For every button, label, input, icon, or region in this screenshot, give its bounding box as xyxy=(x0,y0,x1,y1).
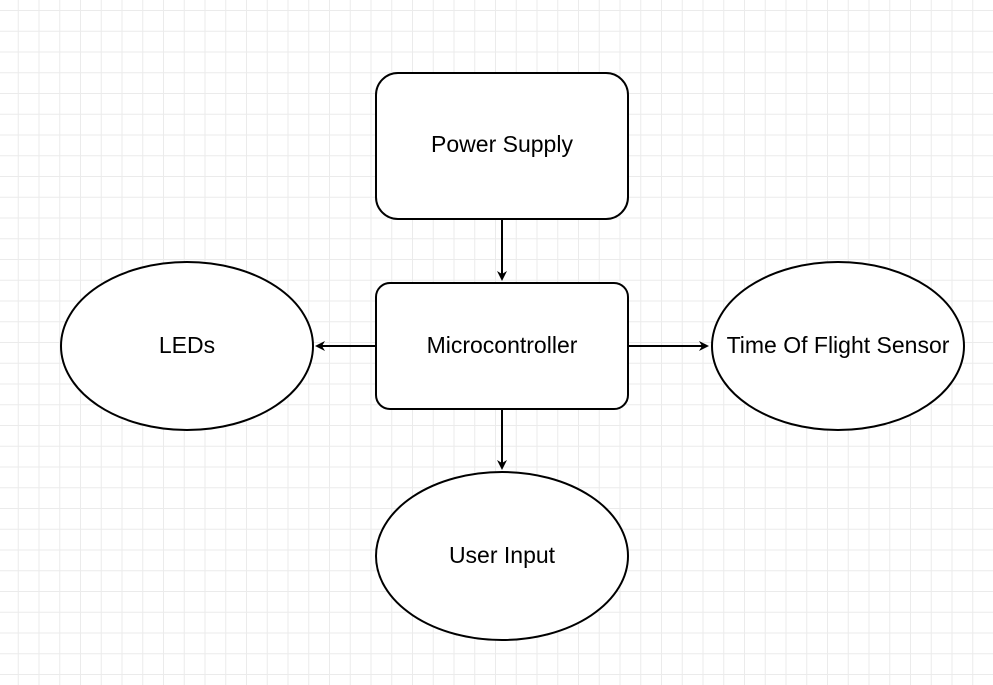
node-leds-label: LEDs xyxy=(159,332,215,358)
node-microcontroller[interactable]: Microcontroller xyxy=(375,282,629,410)
node-tof-shape xyxy=(711,261,965,431)
node-tof-label: Time Of Flight Sensor xyxy=(727,332,950,358)
node-power-supply-label: Power Supply xyxy=(431,131,573,157)
node-microcontroller-label: Microcontroller xyxy=(427,332,578,358)
node-time-of-flight-sensor[interactable]: Time Of Flight Sensor xyxy=(711,261,965,431)
node-power-supply[interactable]: Power Supply xyxy=(375,72,629,220)
node-microcontroller-shape xyxy=(375,282,629,410)
node-power-supply-shape xyxy=(375,72,629,220)
node-user-input-shape xyxy=(375,471,629,641)
node-leds[interactable]: LEDs xyxy=(60,261,314,431)
node-user-input-label: User Input xyxy=(449,542,556,568)
node-leds-shape xyxy=(60,261,314,431)
edges xyxy=(315,219,709,470)
node-user-input[interactable]: User Input xyxy=(375,471,629,641)
